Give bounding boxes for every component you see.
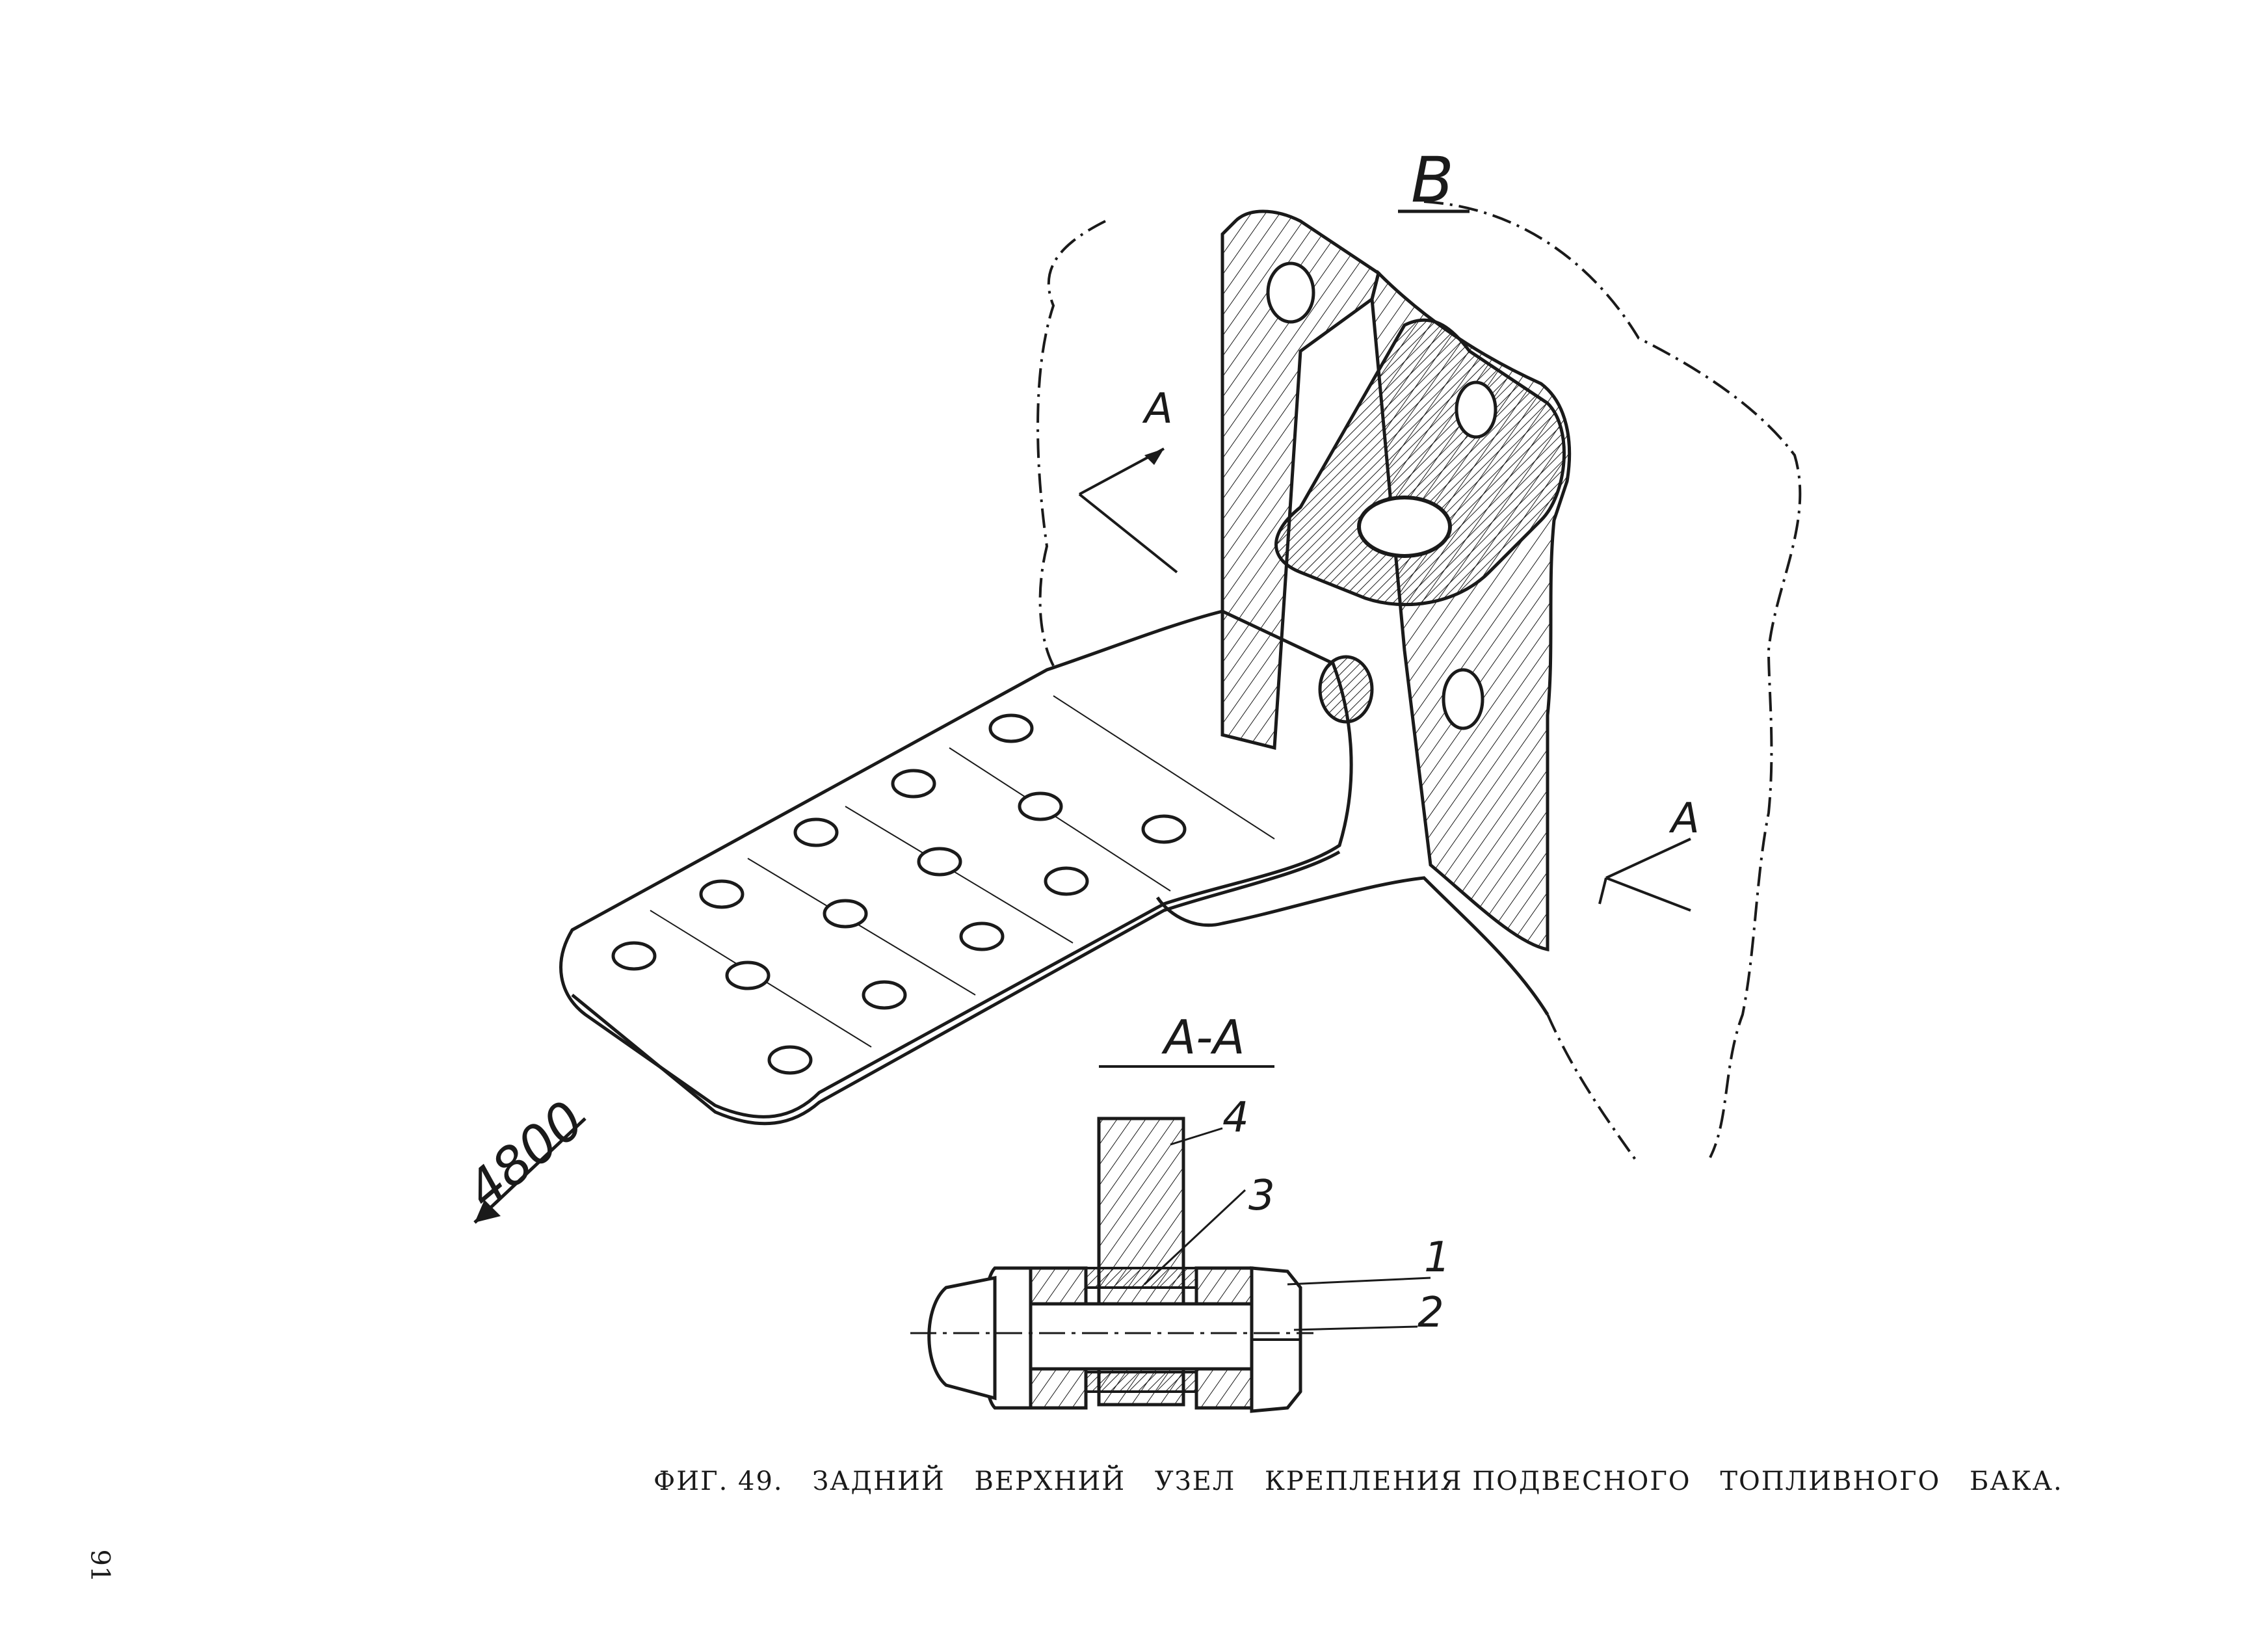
- bolt-head: [1318, 655, 1374, 724]
- flange-edge: [571, 850, 1549, 1126]
- station-label: 4800: [455, 1089, 596, 1221]
- callout-2: 2: [1418, 1289, 1444, 1337]
- lock-nut: [927, 1275, 997, 1401]
- caption-word-6: БАКА.: [1970, 1466, 2063, 1496]
- bracket-web-left: [1220, 209, 1380, 750]
- leader-2: [1293, 1325, 1418, 1331]
- arrowhead: [1144, 449, 1164, 465]
- caption-word-2: ВЕРХНИЙ: [974, 1466, 1126, 1496]
- bushing-bottom: [1085, 1371, 1198, 1393]
- section-line-right: [1605, 877, 1691, 912]
- web-hole-top: [1266, 261, 1315, 324]
- station-arrowhead: [475, 1200, 501, 1223]
- section-a-a: 1 2 3 4: [910, 1094, 1451, 1413]
- page-number: 91: [85, 1549, 115, 1583]
- callout-3: 3: [1248, 1172, 1275, 1220]
- leader-3: [1143, 1189, 1246, 1286]
- section-title: A-A: [1161, 1010, 1245, 1065]
- skin-boundary: [1036, 200, 1802, 1165]
- caption-prefix: ФИГ. 49.: [653, 1466, 784, 1496]
- lug-hole-small: [1455, 380, 1497, 439]
- lug-hole: [1357, 496, 1452, 558]
- section-arrow-right: [1598, 838, 1691, 905]
- rivet-holes: [611, 713, 1187, 1075]
- caption-word-1: ЗАДНИЙ: [812, 1466, 945, 1496]
- callout-4: 4: [1222, 1094, 1249, 1142]
- view-label-b: B: [1411, 144, 1454, 217]
- web-hole-lower: [1442, 668, 1484, 730]
- leader-4: [1170, 1127, 1223, 1146]
- caption-word-5: ТОПЛИВНОГО: [1720, 1466, 1941, 1496]
- figure-caption: ФИГ. 49. ЗАДНИЙ ВЕРХНИЙ УЗЕЛ КРЕПЛЕНИЯ П…: [653, 1466, 2062, 1496]
- section-line-left: [1078, 493, 1178, 574]
- section-mark-right: A: [1668, 795, 1700, 843]
- section-mark-left: A: [1142, 385, 1173, 433]
- bushing-top: [1085, 1267, 1198, 1289]
- caption-word-4: КРЕПЛЕНИЯ ПОДВЕСНОГО: [1264, 1466, 1691, 1496]
- station-arrow: [473, 1117, 587, 1224]
- callout-1: 1: [1424, 1234, 1451, 1282]
- leader-1: [1287, 1277, 1431, 1286]
- caption-word-3: УЗЕЛ: [1154, 1466, 1236, 1496]
